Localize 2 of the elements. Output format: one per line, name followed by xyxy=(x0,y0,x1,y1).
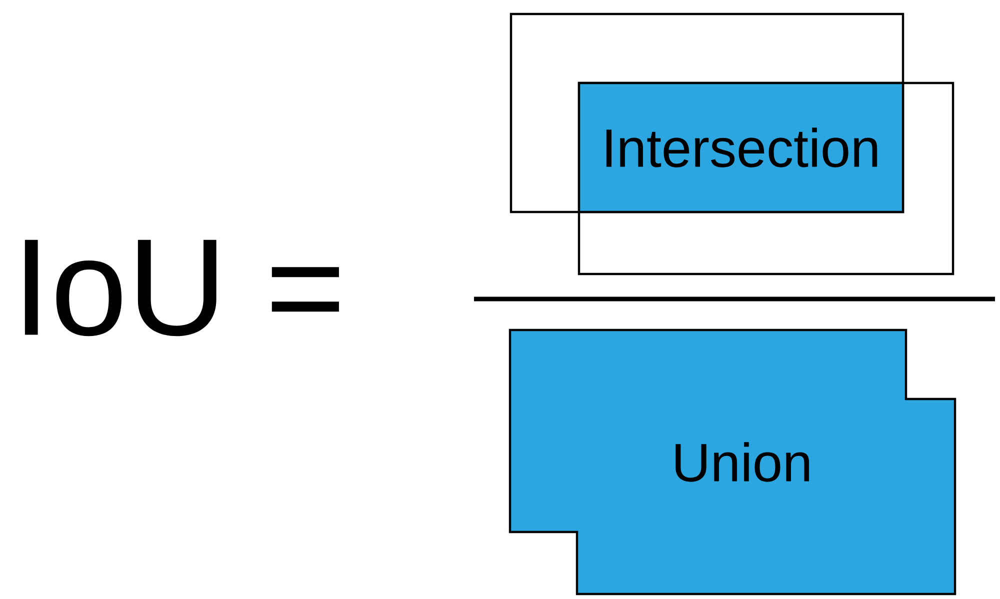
intersection-box: Intersection xyxy=(578,82,904,214)
equation-text: IoU = xyxy=(24,240,339,336)
